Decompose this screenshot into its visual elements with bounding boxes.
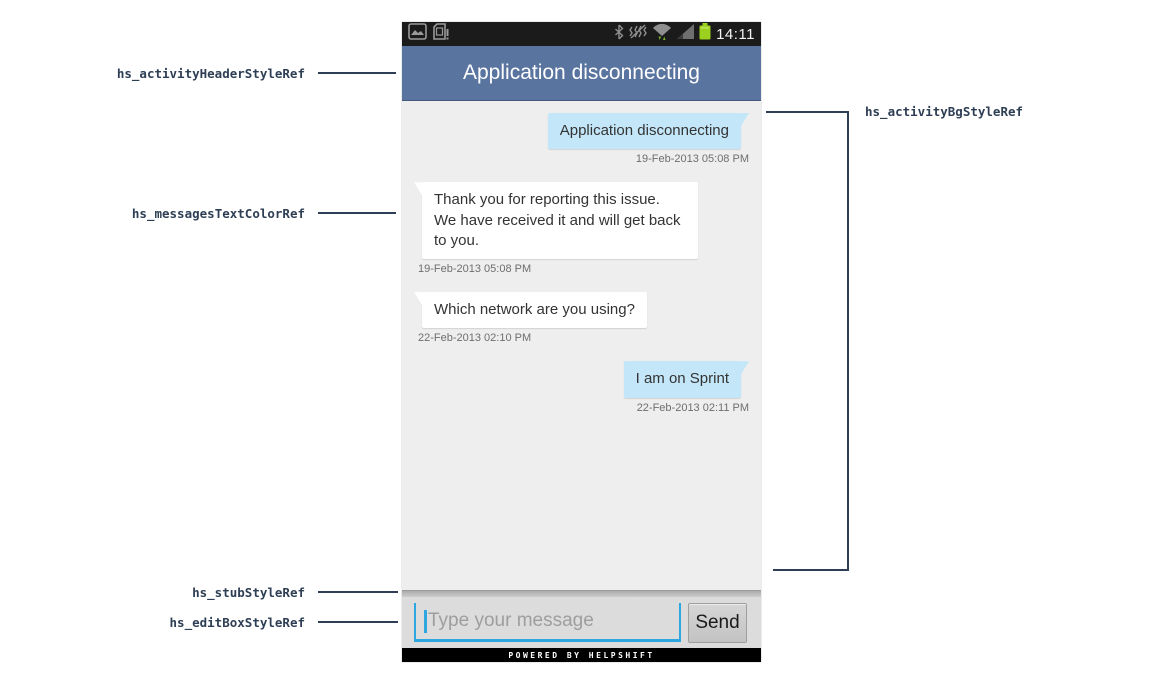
chat-bubble: Thank you for reporting this issue. We h…: [414, 182, 698, 259]
annotation-line: [318, 591, 398, 593]
activity-header: Application disconnecting: [402, 46, 761, 101]
annotation-bracket-top: [766, 111, 849, 113]
message-text: Application disconnecting: [559, 122, 729, 139]
status-bar: 14:11: [402, 22, 761, 46]
annotation-messages-text-color: hs_messagesTextColorRef: [131, 206, 305, 221]
phone-screenshot: 14:11 Application disconnecting Applicat…: [402, 22, 761, 662]
message-timestamp: 22-Feb-2013 02:10 PM: [418, 332, 532, 345]
message-timestamp: 19-Feb-2013 05:08 PM: [418, 263, 532, 275]
activity-header-title: Application disconnecting: [463, 61, 700, 84]
annotation-line: [318, 621, 398, 623]
annotation-stub-style: hs_stubStyleRef: [192, 585, 305, 600]
annotation-line: [318, 72, 396, 74]
message-input-placeholder: Type your message: [428, 610, 594, 631]
chat-message-outgoing: Application disconnecting 19-Feb-2013 05…: [414, 113, 749, 165]
powered-by-footer: POWERED BY HELPSHIFT: [402, 648, 761, 662]
bluetooth-icon: [614, 24, 624, 45]
chat-message-incoming: Which network are you using? 22-Feb-2013…: [414, 292, 749, 344]
chat-bubble: Application disconnecting: [547, 113, 749, 150]
message-timestamp: 19-Feb-2013 05:08 PM: [635, 153, 749, 166]
annotation-activity-bg-style: hs_activityBgStyleRef: [865, 104, 1024, 119]
annotation-line: [318, 212, 396, 214]
wifi-icon: [652, 23, 672, 45]
chat-bubble: Which network are you using?: [414, 292, 647, 329]
annotation-bracket-side: [847, 111, 849, 571]
message-text: Which network are you using?: [434, 301, 635, 318]
vibrate-off-icon: [629, 23, 647, 45]
status-bar-clock: 14:11: [716, 25, 755, 43]
signal-icon: [677, 24, 695, 44]
gallery-icon: [408, 23, 427, 45]
annotation-bracket-bottom: [773, 569, 849, 571]
message-timestamp: 22-Feb-2013 02:11 PM: [636, 401, 749, 414]
send-button[interactable]: Send: [688, 602, 747, 643]
composer-bar: Type your message Send: [402, 597, 761, 648]
battery-icon: [699, 23, 711, 45]
chat-bubble: I am on Sprint: [623, 361, 749, 398]
powered-by-text: POWERED BY HELPSHIFT: [508, 650, 655, 660]
status-bar-right: 14:11: [614, 23, 755, 45]
annotation-activity-header-style: hs_activityHeaderStyleRef: [116, 66, 305, 81]
chat-message-incoming: Thank you for reporting this issue. We h…: [414, 182, 749, 275]
message-text: I am on Sprint: [635, 370, 729, 388]
chat-message-outgoing: I am on Sprint 22-Feb-2013 02:11 PM: [414, 361, 749, 414]
message-input[interactable]: Type your message: [414, 603, 681, 642]
stub-divider: [402, 590, 761, 597]
bubble-tail-icon: [414, 182, 422, 196]
sim-card-icon: [432, 23, 449, 45]
bubble-tail-icon: [414, 292, 422, 305]
bubble-tail-icon: [741, 361, 749, 375]
bubble-tail-icon: [741, 113, 749, 126]
chat-area: Application disconnecting 19-Feb-2013 05…: [402, 101, 761, 590]
annotation-edit-box-style: hs_editBoxStyleRef: [169, 615, 305, 630]
status-bar-left: [408, 23, 449, 45]
message-text: Thank you for reporting this issue. We h…: [434, 191, 681, 249]
text-cursor: [424, 609, 427, 633]
